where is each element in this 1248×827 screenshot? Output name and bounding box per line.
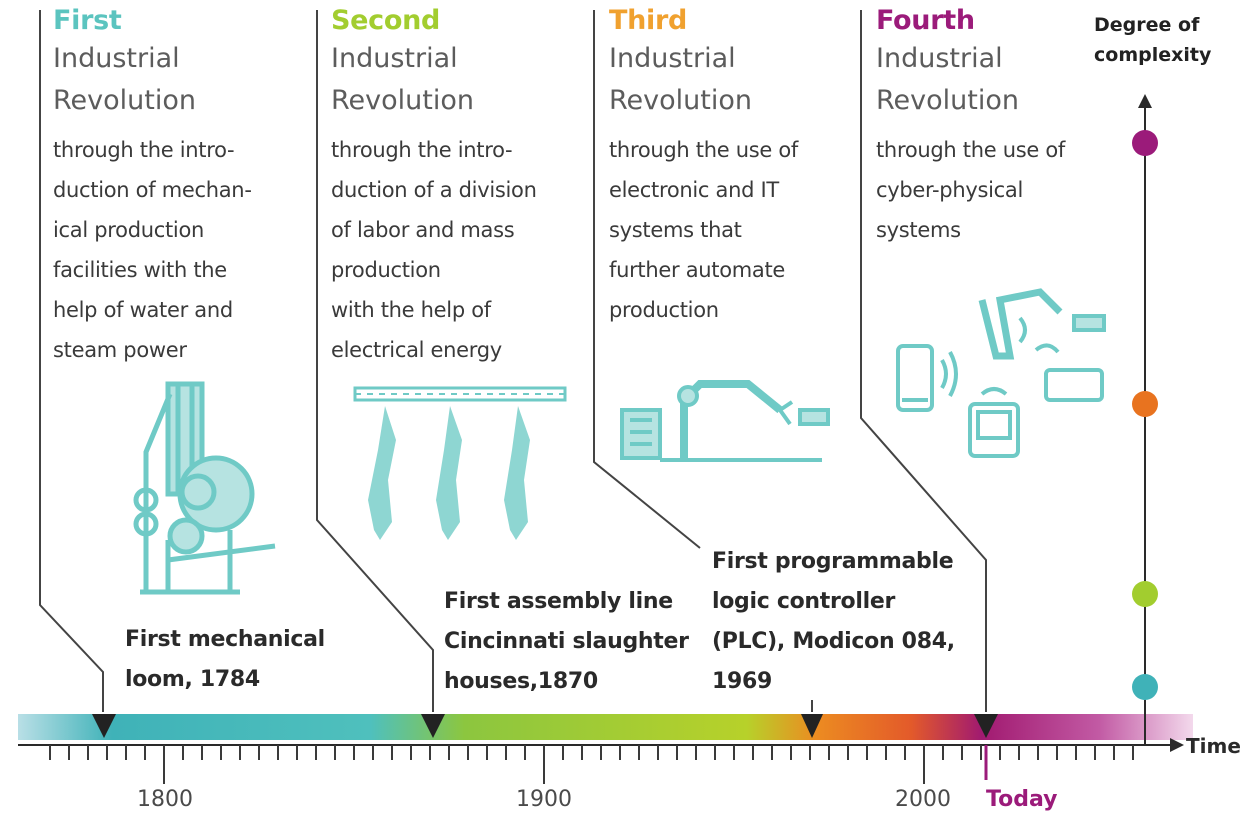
- revolution-word-industrial: Industrial: [609, 43, 736, 74]
- revolution-panel-third: Third Industrial Revolution through the …: [609, 4, 859, 330]
- revolution-ordinal: Second: [331, 5, 441, 36]
- complexity-axis-title: Degree of complexity: [1094, 14, 1212, 66]
- assembly-line-icon: [353, 386, 567, 540]
- event-first-mechanical-loom: First mechanical loom, 1784: [125, 627, 325, 692]
- year-label-1800: 1800: [137, 787, 193, 812]
- revolution-word-revolution: Revolution: [331, 85, 474, 116]
- today-label: Today: [986, 787, 1058, 812]
- timeline-gradient-bar: [18, 714, 1193, 740]
- year-label-1900: 1900: [516, 787, 572, 812]
- revolution-panel-first: First Industrial Revolution through the …: [53, 4, 283, 370]
- timeline-pointer-third: [801, 714, 823, 738]
- revolution-word-revolution: Revolution: [53, 85, 196, 116]
- time-axis-label: Time: [1186, 734, 1241, 758]
- revolution-ordinal: First: [53, 5, 122, 36]
- revolution-ordinal: Fourth: [876, 5, 975, 36]
- revolution-word-industrial: Industrial: [331, 43, 458, 74]
- revolution-description: through the intro- duction of a division…: [331, 138, 537, 362]
- loom-machine-icon: [133, 381, 276, 595]
- complexity-dot-second: [1132, 581, 1158, 607]
- event-first-plc: First programmable logic controller (PLC…: [712, 549, 955, 694]
- cyber-physical-devices-icon: [896, 288, 1106, 458]
- revolution-panel-second: Second Industrial Revolution through the…: [331, 4, 581, 370]
- revolution-description: through the use of electronic and IT sys…: [609, 138, 799, 322]
- leader-line-third: [593, 10, 701, 549]
- time-axis-arrowhead-icon: [1170, 738, 1184, 752]
- leader-line-second: [316, 10, 434, 712]
- revolution-description: through the use of cyber-physical system…: [876, 138, 1066, 242]
- timeline-pointer-first: [92, 714, 116, 738]
- revolution-ordinal: Third: [609, 5, 688, 36]
- revolution-word-industrial: Industrial: [876, 43, 1003, 74]
- complexity-dot-fourth: [1132, 130, 1158, 156]
- leader-line-fourth: [860, 10, 987, 712]
- complexity-axis-arrowhead-icon: [1138, 94, 1152, 108]
- complexity-dot-first: [1132, 674, 1158, 700]
- leader-line-first: [39, 10, 104, 712]
- timeline-pointer-fourth: [974, 714, 998, 738]
- time-axis-ticks: [49, 745, 1134, 784]
- year-label-2000: 2000: [895, 787, 951, 812]
- revolution-word-revolution: Revolution: [876, 85, 1019, 116]
- industrial-robot-arm-icon: [620, 380, 830, 462]
- revolution-word-industrial: Industrial: [53, 43, 180, 74]
- event-first-assembly-line: First assembly line Cincinnati slaughter…: [444, 589, 689, 694]
- revolution-word-revolution: Revolution: [609, 85, 752, 116]
- revolution-description: through the intro- duction of mechan- ic…: [53, 138, 252, 362]
- complexity-dot-third: [1132, 391, 1158, 417]
- revolution-panel-fourth: Fourth Industrial Revolution through the…: [876, 4, 1116, 250]
- timeline-pointer-second: [421, 714, 445, 738]
